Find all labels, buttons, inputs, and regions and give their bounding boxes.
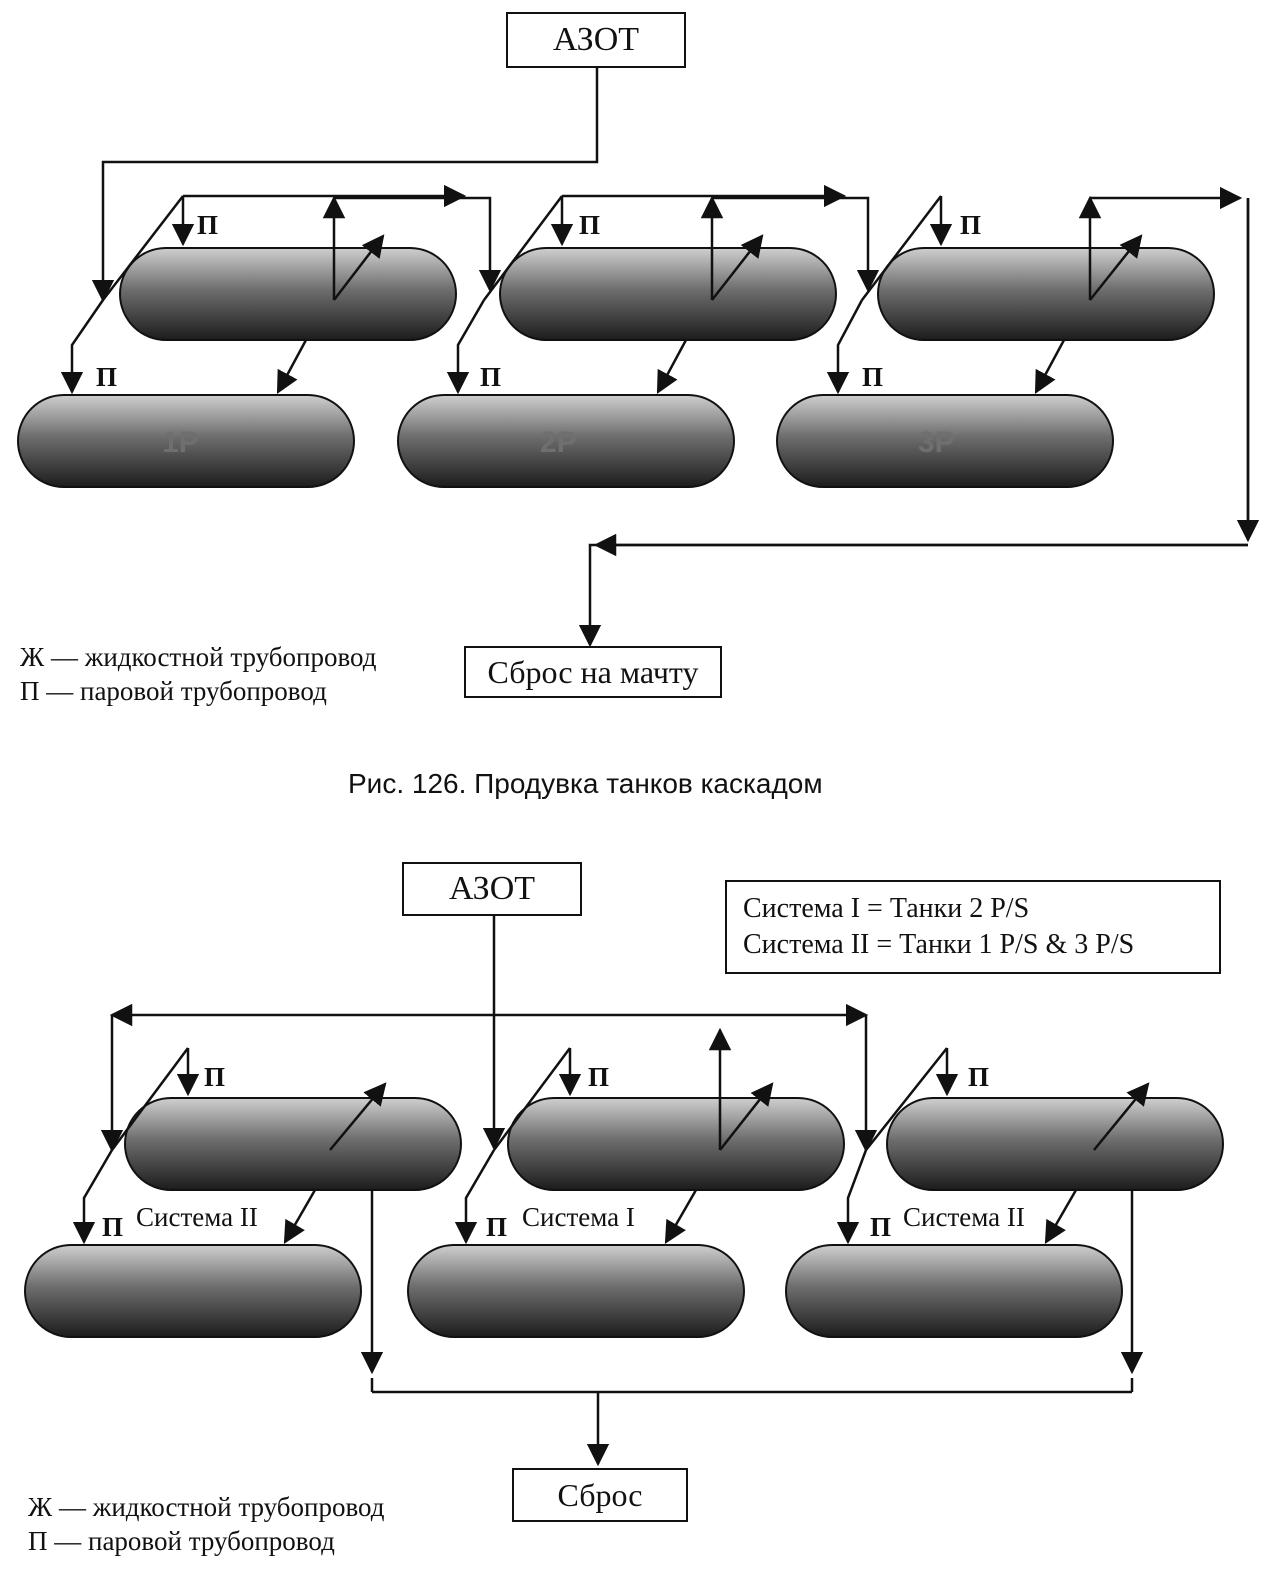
tank-1s [124,1097,462,1191]
vapor-mark-1c: П [960,210,982,240]
vapor-mark-1a: П [197,210,219,240]
tank-2p-sys [407,1244,745,1338]
tank-label-1p: 1P [162,426,199,459]
vapor-mark-2b: П [588,1062,610,1092]
tank-2s [507,1097,845,1191]
nitrogen-box-2: АЗОТ [402,862,582,916]
system-label-3: Система II [903,1202,1025,1232]
vapor-mark-1b: П [579,210,601,240]
tank-3s [886,1097,1224,1191]
tank-label-2p: 2P [540,426,577,459]
system-info-box: Система I = Танки 2 P/S Система II = Тан… [725,880,1221,974]
vapor-mark-1f: П [862,362,884,392]
tank-upper-2 [499,247,837,341]
legend-1-liquid: Ж — жидкостной трубопровод [20,642,377,672]
tank-3p [776,394,1114,488]
tank-1p-sys [24,1244,362,1338]
vapor-mark-2e: П [486,1212,508,1242]
legend-1: Ж — жидкостной трубопровод П — паровой т… [20,640,377,708]
figure-2-system-purge [24,915,1224,1467]
figure-caption: Рис. 126. Продувка танков каскадом [348,768,823,799]
figure-1-cascade-purge: 1P 2P 3P [17,66,1260,648]
vapor-mark-2a: П [204,1062,226,1092]
tank-upper-1 [119,247,457,341]
pipe-lines-figure-2 [72,915,1150,1467]
legend-2-liquid: Ж — жидкостной трубопровод [28,1492,385,1522]
system-label-1: Система II [136,1202,258,1232]
vent-mast-box: Сброс на мачту [464,646,722,698]
tank-label-3p: 3P [918,426,955,459]
system-label-2: Система I [522,1202,635,1232]
tank-upper-3 [877,247,1215,341]
vent-box: Сброс [512,1468,688,1522]
system-info-line-2: Система II = Танки 1 P/S & 3 P/S [743,929,1135,960]
legend-2: Ж — жидкостной трубопровод П — паровой т… [28,1490,385,1558]
tank-3p-sys [785,1244,1123,1338]
legend-1-vapor: П — паровой трубопровод [20,676,327,706]
tank-2p [397,394,735,488]
vapor-mark-2d: П [102,1212,124,1242]
pipe-lines-figure-1 [60,66,1260,648]
vapor-mark-1e: П [480,362,502,392]
vapor-mark-1d: П [96,362,118,392]
legend-2-vapor: П — паровой трубопровод [28,1526,335,1556]
nitrogen-box-1: АЗОТ [506,12,686,68]
tank-1p [17,394,355,488]
vapor-mark-2c: П [968,1062,990,1092]
system-info-line-1: Система I = Танки 2 P/S [743,893,1030,924]
vapor-mark-2f: П [870,1212,892,1242]
